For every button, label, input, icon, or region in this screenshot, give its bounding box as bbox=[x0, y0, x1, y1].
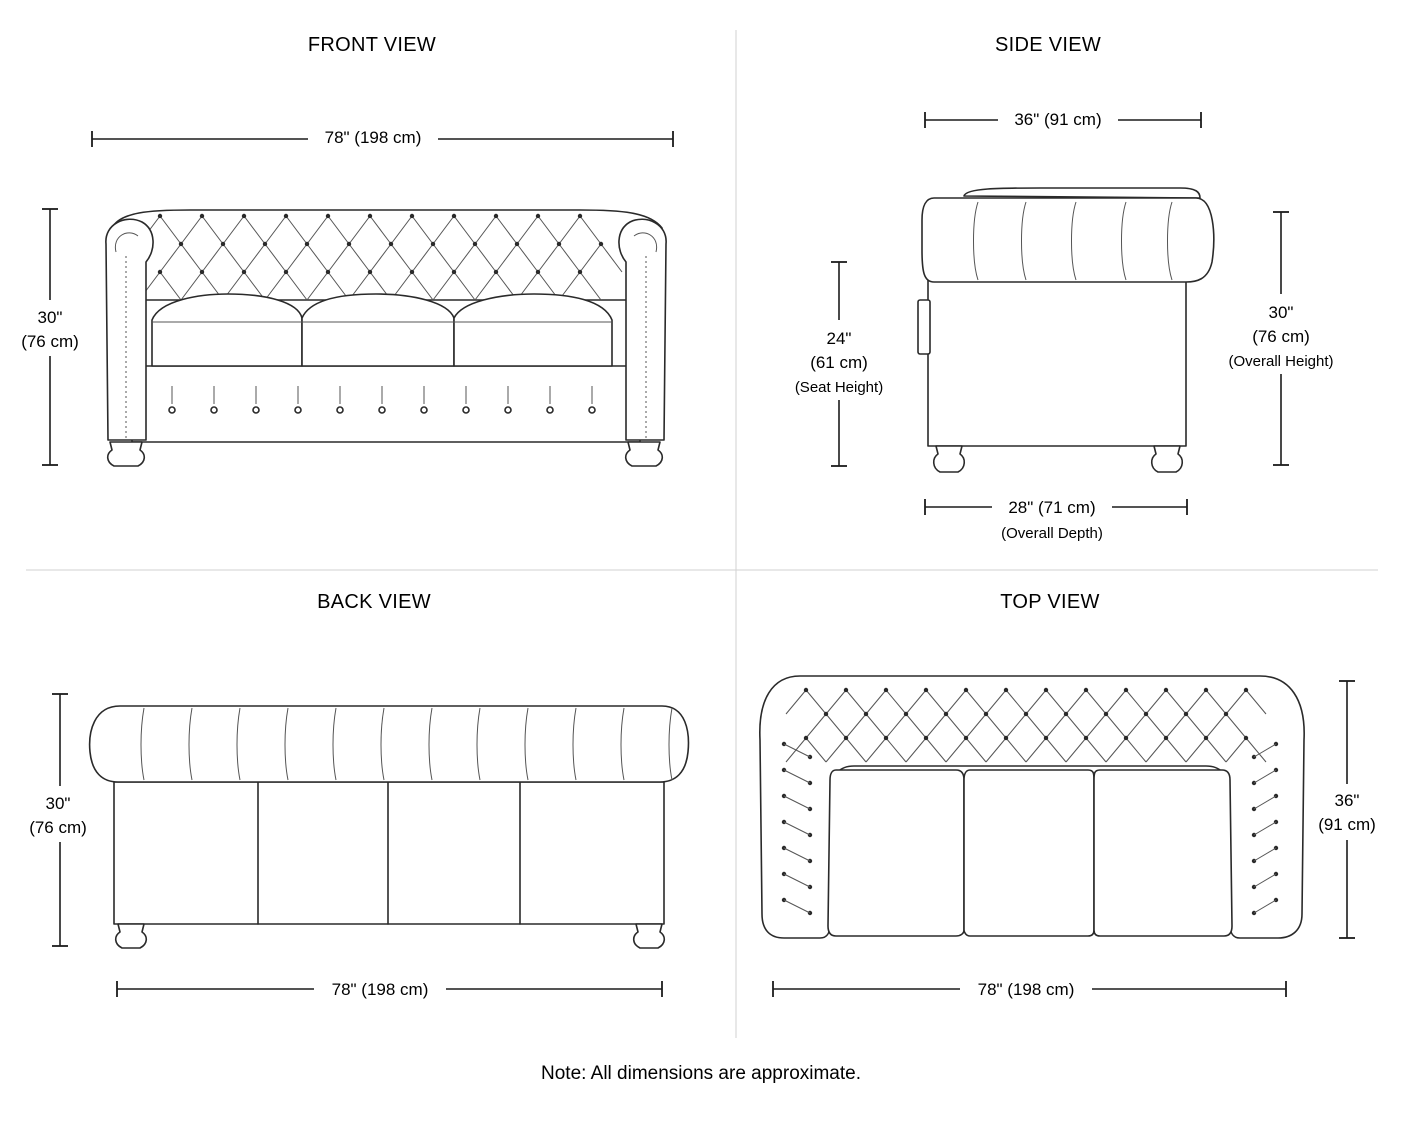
side-sofa-drawing bbox=[917, 187, 1215, 473]
side-depth-caption: (Overall Depth) bbox=[1001, 525, 1103, 542]
side-seat-height-caption: (Seat Height) bbox=[795, 379, 883, 396]
side-seat-height-in: 24" bbox=[827, 329, 852, 348]
front-height-dimension: 30" (76 cm) bbox=[21, 208, 79, 466]
side-view-title: SIDE VIEW bbox=[995, 34, 1101, 56]
back-view-title: BACK VIEW bbox=[317, 591, 431, 613]
top-depth-in: 36" bbox=[1335, 791, 1360, 810]
side-overall-height-dimension: 30" (76 cm) (Overall Height) bbox=[1228, 211, 1334, 466]
back-width-label: 78" (198 cm) bbox=[332, 980, 429, 999]
footnote: Note: All dimensions are approximate. bbox=[541, 1063, 861, 1084]
back-sofa-drawing bbox=[88, 705, 690, 949]
side-top-width-label: 36" (91 cm) bbox=[1014, 110, 1101, 129]
front-sofa-drawing bbox=[105, 209, 667, 467]
top-view-title: TOP VIEW bbox=[1000, 591, 1099, 613]
side-depth-label: 28" (71 cm) bbox=[1008, 498, 1095, 517]
side-overall-height-cm: (76 cm) bbox=[1252, 327, 1310, 346]
side-seat-height-dimension: 24" (61 cm) (Seat Height) bbox=[795, 261, 883, 467]
front-height-in: 30" bbox=[38, 308, 63, 327]
front-height-cm: (76 cm) bbox=[21, 332, 79, 351]
back-view: BACK VIEW 30" (76 cm) 78" (198 cm) bbox=[29, 591, 690, 999]
front-view-title: FRONT VIEW bbox=[308, 34, 436, 56]
back-height-dimension: 30" (76 cm) bbox=[29, 693, 87, 947]
top-depth-dimension: 36" (91 cm) bbox=[1318, 680, 1376, 939]
top-width-label: 78" (198 cm) bbox=[978, 980, 1075, 999]
back-height-cm: (76 cm) bbox=[29, 818, 87, 837]
side-seat-height-cm: (61 cm) bbox=[810, 353, 868, 372]
front-width-label: 78" (198 cm) bbox=[325, 128, 422, 147]
front-view: FRONT VIEW 78" (198 cm) 30" (76 cm) bbox=[21, 34, 674, 467]
side-view: SIDE VIEW 36" (91 cm) 24" (61 cm) (Seat … bbox=[795, 34, 1334, 542]
back-height-in: 30" bbox=[46, 794, 71, 813]
side-overall-height-caption: (Overall Height) bbox=[1228, 353, 1333, 370]
top-sofa-drawing bbox=[759, 675, 1305, 939]
top-depth-cm: (91 cm) bbox=[1318, 815, 1376, 834]
front-width-dimension: 78" (198 cm) bbox=[91, 128, 674, 147]
side-depth-dimension: 28" (71 cm) (Overall Depth) bbox=[924, 498, 1188, 542]
top-width-dimension: 78" (198 cm) bbox=[772, 980, 1287, 999]
side-top-width-dimension: 36" (91 cm) bbox=[924, 110, 1202, 129]
side-overall-height-in: 30" bbox=[1269, 303, 1294, 322]
top-view: TOP VIEW 36" (91 cm) 78" (198 cm) bbox=[759, 591, 1376, 999]
back-width-dimension: 78" (198 cm) bbox=[116, 980, 663, 999]
